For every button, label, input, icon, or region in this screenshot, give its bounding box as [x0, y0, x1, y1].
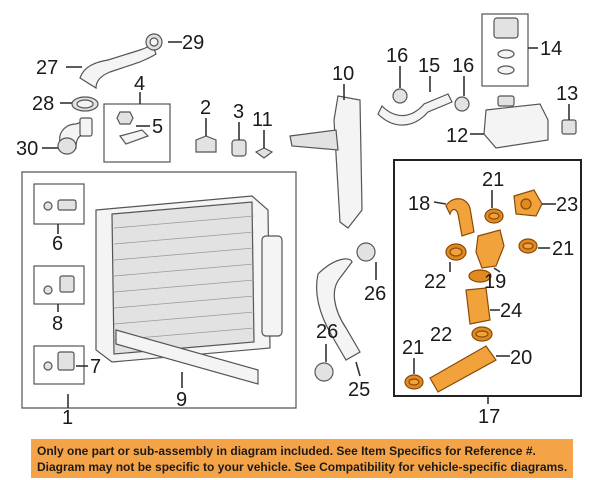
- callout-26-right: 26: [364, 283, 386, 305]
- callout-3: 3: [233, 101, 244, 123]
- callout-22-mid: 22: [424, 271, 446, 293]
- radiator-box: [21, 171, 297, 409]
- callout-13: 13: [556, 83, 578, 105]
- callout-16-right: 16: [452, 55, 474, 77]
- notice-banner: Only one part or sub-assembly in diagram…: [31, 439, 573, 478]
- reservoir-12: [483, 95, 549, 149]
- exploded-view: 27 29 28 30 4 5 2 3 11 10 16 15 16 14 13…: [16, 13, 582, 429]
- hose-18: [445, 198, 475, 237]
- seal-22: [468, 269, 492, 283]
- callout-18: 18: [408, 193, 430, 215]
- callout-12: 12: [446, 125, 468, 147]
- bracket-5: [116, 111, 150, 145]
- bolt-11: [254, 130, 274, 159]
- lower-hose-25: [314, 242, 376, 382]
- callout-30: 30: [16, 138, 38, 160]
- callout-26-left: 26: [316, 321, 338, 343]
- callout-25: 25: [348, 379, 370, 401]
- callout-6: 6: [52, 233, 63, 255]
- callout-8: 8: [52, 313, 63, 335]
- callout-24: 24: [500, 300, 522, 322]
- clamp-21-bottom: [404, 374, 424, 390]
- grommet-3: [231, 122, 247, 157]
- bleed-hose-15: [377, 88, 470, 126]
- cap-14: [493, 17, 519, 75]
- clip-2: [195, 118, 217, 153]
- upper-hose-29-27: [79, 33, 163, 90]
- lower-seal-9: [115, 329, 259, 385]
- callout-1: 1: [62, 407, 73, 429]
- callout-5: 5: [152, 116, 163, 138]
- callout-22-lower: 22: [430, 324, 452, 346]
- callout-17: 17: [478, 406, 500, 428]
- notice-line-1: Only one part or sub-assembly in diagram…: [37, 444, 536, 458]
- notice-line-2: Diagram may not be specific to your vehi…: [37, 460, 567, 474]
- callout-29: 29: [182, 32, 204, 54]
- clamp-21-right: [518, 238, 538, 254]
- callout-4: 4: [134, 73, 145, 95]
- callout-28: 28: [32, 93, 54, 115]
- clamp-22-mid: [445, 243, 467, 261]
- callout-27: 27: [36, 57, 58, 79]
- callout-21-right: 21: [552, 238, 574, 260]
- radiator-core: [95, 195, 283, 363]
- clamp-28: [71, 96, 99, 112]
- clamp-21-top: [484, 208, 504, 224]
- callout-16-left: 16: [386, 45, 408, 67]
- callout-9: 9: [176, 389, 187, 411]
- callout-7: 7: [90, 356, 101, 378]
- callout-2: 2: [200, 97, 211, 119]
- elbow-30: [57, 117, 93, 155]
- box-8: [33, 265, 85, 305]
- hose-20: [429, 345, 497, 393]
- outlet-19: [475, 229, 505, 269]
- callout-19: 19: [484, 271, 506, 293]
- callout-21-bottom: 21: [402, 337, 424, 359]
- clamp-22-lower: [471, 326, 493, 342]
- box-7: [33, 345, 85, 385]
- callout-14: 14: [540, 38, 562, 60]
- baffle-10: [289, 95, 363, 229]
- drain-plug-7: [43, 351, 75, 371]
- sensor-13: [561, 119, 577, 135]
- bolt-6: [43, 199, 77, 211]
- callout-15: 15: [418, 55, 440, 77]
- bracket-box: [103, 103, 171, 163]
- callout-23: 23: [556, 194, 578, 216]
- callout-10: 10: [332, 63, 354, 85]
- cap-box-14: [481, 13, 529, 87]
- callout-21-top: 21: [482, 169, 504, 191]
- housing-23: [513, 189, 543, 217]
- fitting-8: [43, 275, 75, 295]
- pipe-24: [465, 287, 491, 325]
- box-6: [33, 183, 85, 225]
- callout-11: 11: [252, 109, 273, 131]
- callout-20: 20: [510, 347, 532, 369]
